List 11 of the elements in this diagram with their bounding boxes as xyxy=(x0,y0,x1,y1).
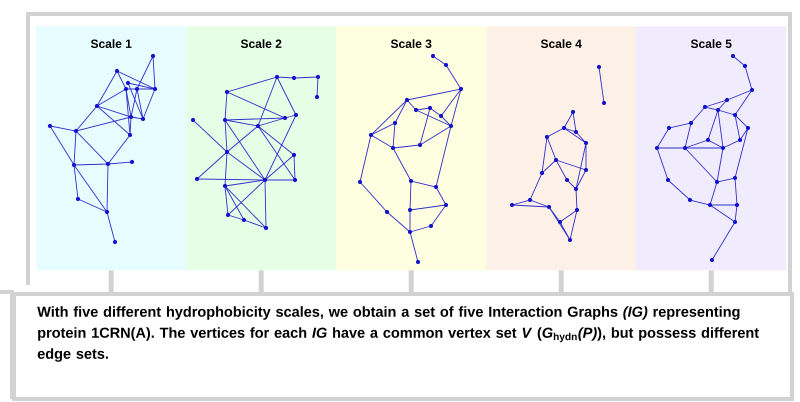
scale-panel: Scale 2 xyxy=(186,26,336,270)
connector-line xyxy=(108,270,114,292)
connector-line xyxy=(558,270,564,292)
scale-panel: Scale 1 xyxy=(36,26,186,270)
connector-line xyxy=(408,270,414,292)
connector-line xyxy=(708,270,714,292)
connector-line xyxy=(258,270,264,292)
scale-panel: Scale 4 xyxy=(486,26,636,270)
scale-panel: Scale 3 xyxy=(336,26,486,270)
scale-panel: Scale 5 xyxy=(636,26,786,270)
caption-box: With five different hydrophobicity scales, we obtain a set of five Interaction Graphs (IG) representing protein 1CRN(A). The vertices for each IG have a common vertex set V (G$_{hydn}$(P)), but possess different edge sets. xyxy=(12,292,794,401)
